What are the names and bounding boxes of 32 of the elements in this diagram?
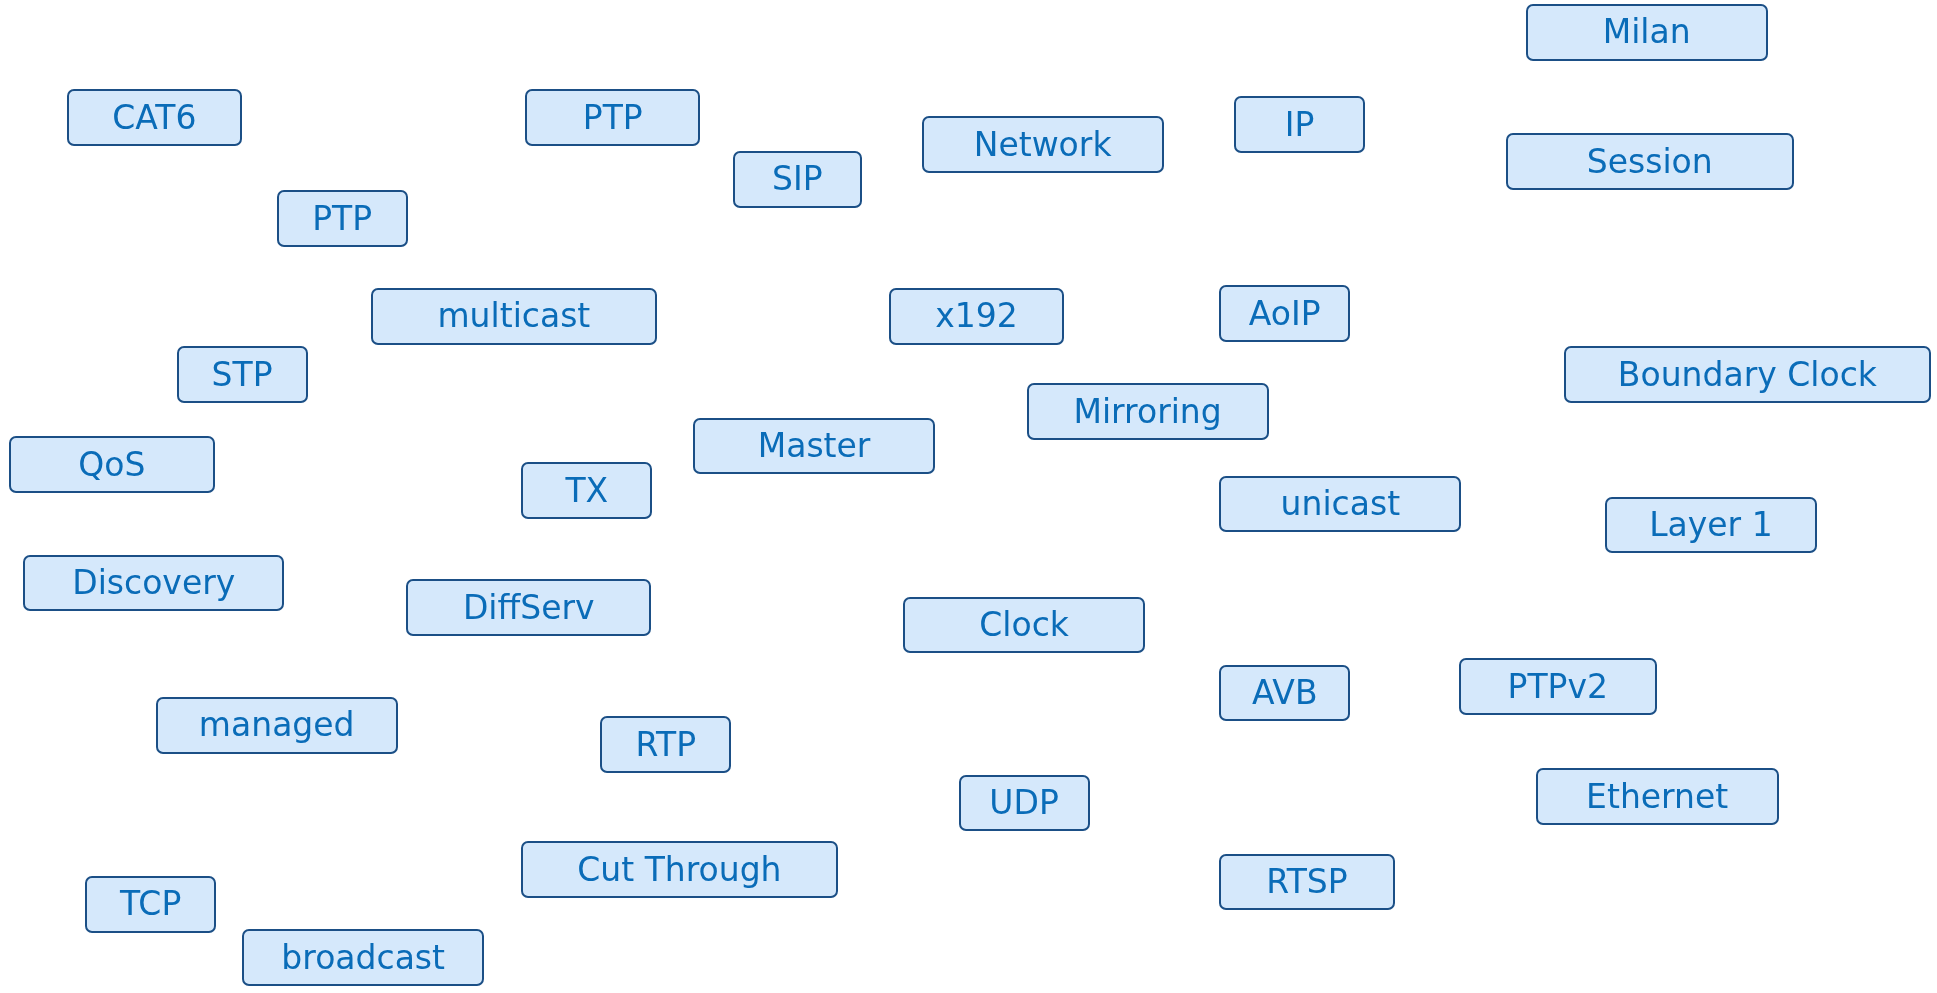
keyword-tag: STP (176, 345, 308, 403)
keyword-tag: multicast (370, 287, 658, 345)
keyword-tag: Cut Through (521, 841, 838, 899)
keyword-tag: broadcast (242, 928, 485, 986)
keyword-tag: TCP (85, 875, 217, 933)
keyword-tag: AoIP (1219, 285, 1351, 343)
keyword-tag: TX (521, 462, 653, 519)
keyword-tag: IP (1234, 96, 1366, 154)
keyword-tag: SIP (732, 150, 863, 208)
keyword-tag: PTP (525, 88, 701, 146)
keyword-tag: UDP (958, 774, 1090, 832)
keyword-tag: PTP (276, 190, 408, 248)
keyword-tag: managed (155, 696, 398, 754)
keyword-tag: RTP (600, 716, 732, 774)
keyword-tag: Milan (1525, 3, 1768, 61)
keyword-tag: Clock (903, 596, 1146, 654)
keyword-tag: Mirroring (1026, 382, 1269, 440)
keyword-tag: CAT6 (66, 88, 243, 146)
keyword-tag: Master (693, 417, 936, 475)
keyword-tag: x192 (889, 287, 1064, 345)
keyword-tag: PTPv2 (1458, 658, 1657, 716)
keyword-tag: QoS (8, 436, 215, 493)
keyword-tag: DiffServ (406, 579, 651, 637)
keyword-tag: RTSP (1219, 853, 1395, 911)
keyword-tag: Boundary Clock (1563, 345, 1931, 403)
keyword-tag: Session (1505, 133, 1794, 191)
keyword-tag: unicast (1219, 475, 1462, 533)
keyword-tag: Network (921, 116, 1164, 173)
keyword-tag: AVB (1219, 664, 1351, 722)
keyword-tag: Discovery (23, 554, 285, 612)
keyword-tag: Ethernet (1535, 768, 1779, 826)
keyword-tag: Layer 1 (1604, 496, 1818, 554)
